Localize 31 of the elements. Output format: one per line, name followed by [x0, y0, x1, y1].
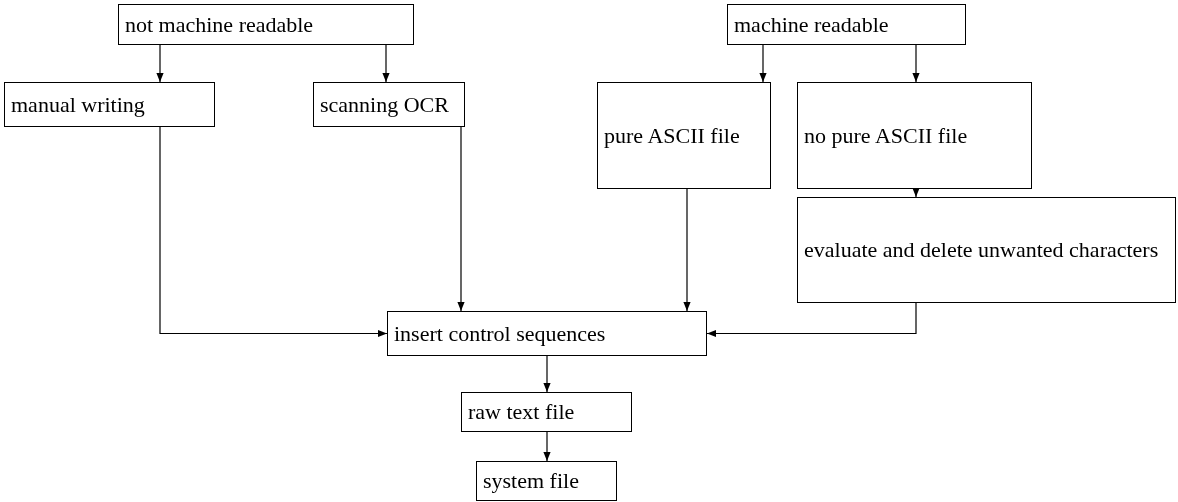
process-box	[476, 461, 617, 501]
arrow	[159, 126, 388, 338]
process-box	[797, 82, 1032, 189]
box-label: scanning OCR	[320, 90, 449, 119]
process-box	[727, 4, 966, 45]
process-box	[461, 392, 632, 432]
process-box	[4, 82, 215, 127]
arrow	[912, 188, 920, 198]
arrow	[457, 126, 465, 312]
arrow	[543, 431, 551, 462]
box-label: manual writing	[11, 90, 145, 119]
process-box	[597, 82, 771, 189]
arrow	[912, 44, 920, 83]
box-label: machine readable	[734, 10, 889, 39]
box-label: not machine readable	[125, 10, 314, 39]
process-box	[118, 4, 414, 45]
process-box	[387, 311, 707, 356]
arrow	[382, 44, 390, 83]
box-label: evaluate and delete unwanted characters	[804, 236, 1159, 264]
arrow	[156, 44, 164, 83]
box-label: system file	[483, 467, 579, 495]
box-label: insert control sequences	[394, 319, 606, 348]
arrow	[543, 355, 551, 393]
arrow	[759, 44, 767, 83]
arrow	[683, 188, 691, 312]
arrow	[706, 302, 917, 338]
process-box	[313, 82, 465, 127]
box-label: no pure ASCII file	[804, 121, 968, 150]
box-label: raw text file	[468, 398, 575, 426]
process-box	[797, 197, 1176, 303]
box-label: pure ASCII file	[604, 121, 740, 150]
